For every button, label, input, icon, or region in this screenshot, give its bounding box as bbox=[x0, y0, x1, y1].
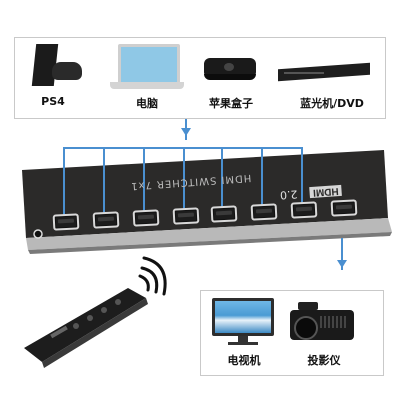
bluray-player-icon bbox=[278, 62, 374, 84]
down-arrow-icon bbox=[337, 260, 347, 268]
source-label-bluray-dvd: 蓝光机/DVD bbox=[300, 97, 364, 110]
output-label-projector: 投影仪 bbox=[307, 354, 341, 367]
hdmi-port-1 bbox=[52, 213, 80, 231]
wireless-signal-icon bbox=[138, 256, 167, 296]
power-jack-icon bbox=[33, 229, 43, 239]
remote-control-icon bbox=[24, 288, 148, 368]
source-label-apple-box: 苹果盒子 bbox=[209, 97, 253, 110]
ps4-console-icon bbox=[30, 42, 86, 90]
hdmi-version-text: 2.0 bbox=[279, 187, 298, 202]
down-arrow-icon bbox=[181, 128, 191, 136]
hdmi-port-3 bbox=[132, 209, 160, 227]
source-label-computer: 电脑 bbox=[136, 97, 158, 110]
projector-icon bbox=[290, 302, 358, 346]
hdmi-port-7 bbox=[290, 201, 318, 219]
device-front-edge bbox=[26, 218, 392, 250]
hdmi-port-4 bbox=[172, 207, 200, 225]
source-label-ps4: PS4 bbox=[41, 95, 65, 108]
hdmi-logo-text: HDMI bbox=[312, 185, 339, 198]
hdmi-port-2 bbox=[92, 211, 120, 229]
hdmi-output-port bbox=[330, 199, 358, 217]
hdmi-logo: HDMI bbox=[309, 184, 342, 199]
hdmi-port-6 bbox=[250, 203, 278, 221]
laptop-icon bbox=[110, 44, 184, 92]
apple-tv-box-icon bbox=[200, 56, 262, 86]
tv-icon bbox=[212, 298, 276, 348]
hdmi-port-5 bbox=[210, 205, 238, 223]
output-label-tv: 电视机 bbox=[227, 354, 261, 367]
